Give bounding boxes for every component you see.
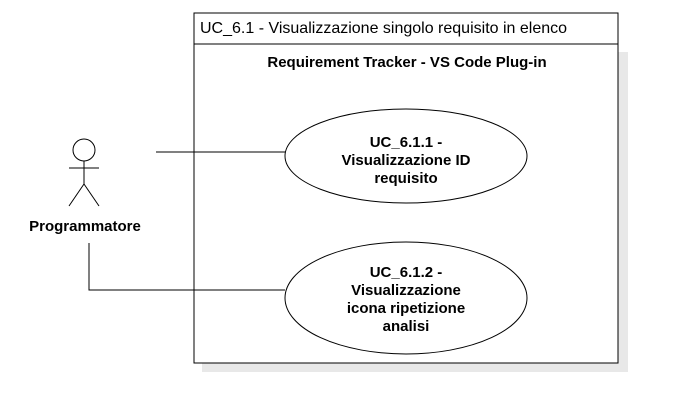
- use-case-2-line-1: UC_6.1.2 -: [370, 264, 443, 281]
- use-case-2[interactable]: UC_6.1.2 - Visualizzazione icona ripetiz…: [284, 241, 528, 355]
- frame-title: UC_6.1 - Visualizzazione singolo requisi…: [200, 20, 567, 37]
- system-title: Requirement Tracker - VS Code Plug-in: [267, 54, 546, 71]
- use-case-2-line-2: Visualizzazione: [351, 282, 461, 299]
- actor-label: Programmatore: [29, 218, 141, 235]
- use-case-2-line-3: icona ripetizione: [347, 300, 465, 317]
- use-case-1[interactable]: UC_6.1.1 - Visualizzazione ID requisito: [284, 108, 528, 204]
- association-line-uc2: [88, 243, 285, 291]
- use-case-1-line-1: UC_6.1.1 -: [370, 134, 443, 151]
- use-case-2-line-4: analisi: [383, 318, 430, 335]
- use-case-1-line-3: requisito: [374, 170, 437, 187]
- use-case-1-ellipse[interactable]: [284, 108, 528, 204]
- use-case-1-line-2: Visualizzazione ID: [342, 152, 471, 169]
- actor-stick-figure-icon[interactable]: [68, 138, 100, 207]
- use-case-2-ellipse[interactable]: [284, 241, 528, 355]
